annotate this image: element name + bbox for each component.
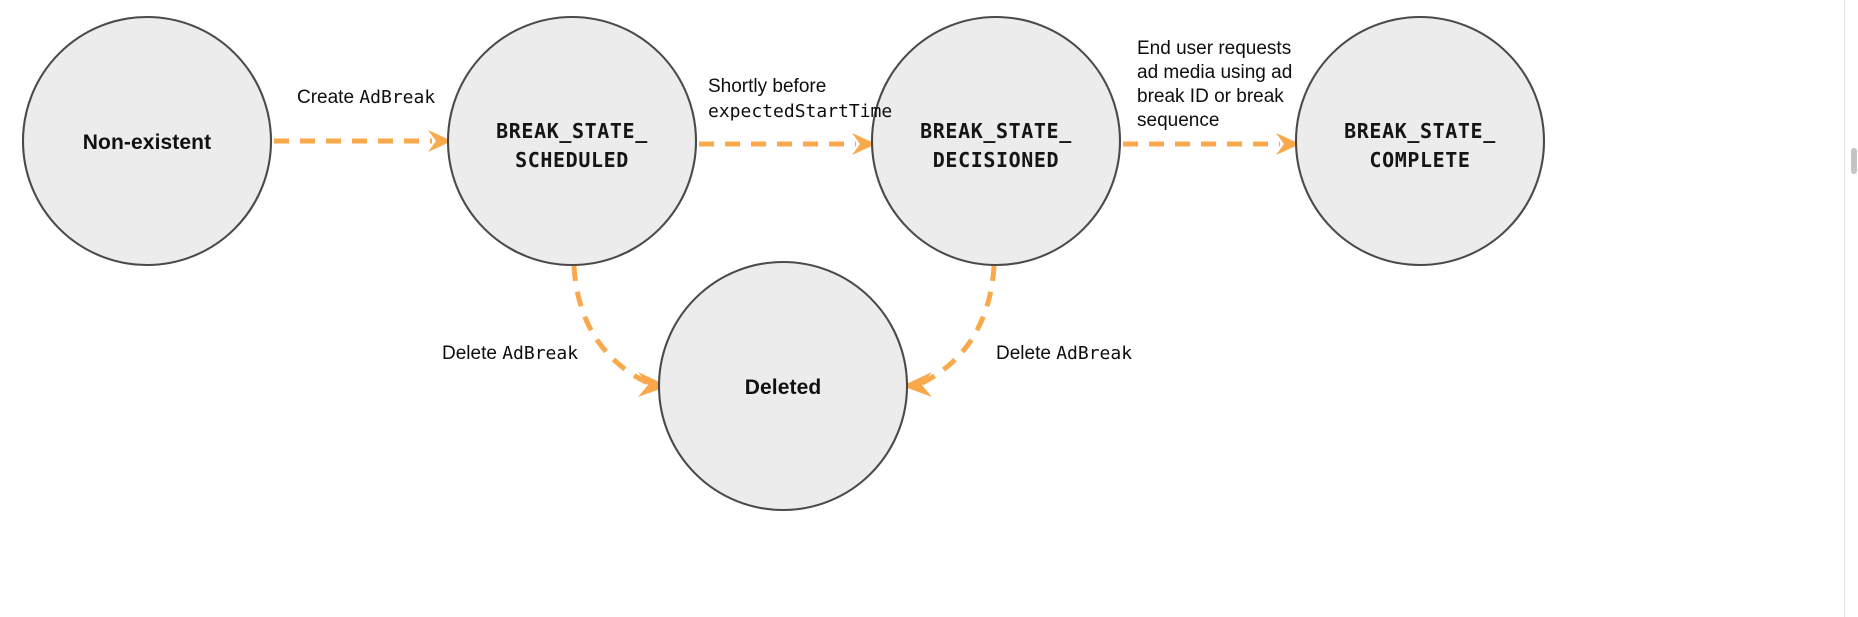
edge-label-delete-adbreak-from-decisioned: Delete AdBreak — [996, 343, 1132, 364]
edge-delete-adbreak-from-decisioned — [902, 265, 997, 397]
edge-label-delete-from-decisioned-seg-mono: AdBreak — [1056, 343, 1132, 364]
state-node-break-state-complete-label-line1: BREAK_STATE_ — [1344, 119, 1496, 143]
state-node-non-existent-circle[interactable] — [21, 15, 273, 267]
edge-label-create-adbreak-seg-sans: Create — [297, 87, 359, 108]
edge-label-shortly-before-expected-start-time: Shortly before expectedStartTime — [708, 76, 892, 122]
edge-label-shortly-before-line1: Shortly before — [708, 76, 826, 97]
state-node-deleted-label: Deleted — [745, 376, 822, 399]
state-node-deleted[interactable]: Deleted — [657, 260, 909, 512]
edge-delete-from-decisioned-path — [920, 265, 997, 386]
edge-label-delete-from-scheduled-seg-mono: AdBreak — [502, 343, 578, 364]
state-node-break-state-scheduled[interactable]: BREAK_STATE_ SCHEDULED — [446, 15, 698, 267]
state-node-break-state-decisioned-circle[interactable] — [870, 15, 1122, 267]
edge-shortly-before-arrowhead — [852, 133, 876, 155]
edge-shortly-before-expected-start-time — [699, 133, 876, 155]
edge-label-end-user-requests-line4: sequence — [1137, 110, 1219, 131]
edge-create-adbreak-arrowhead — [428, 130, 452, 152]
state-node-break-state-complete-label-line2: COMPLETE — [1369, 148, 1470, 172]
state-node-break-state-decisioned-label-line2: DECISIONED — [933, 148, 1059, 172]
state-node-break-state-complete[interactable]: BREAK_STATE_ COMPLETE — [1294, 15, 1546, 267]
edge-label-delete-from-decisioned-seg-sans: Delete — [996, 343, 1056, 364]
state-node-break-state-decisioned[interactable]: BREAK_STATE_ DECISIONED — [870, 15, 1122, 267]
state-node-non-existent-label: Non-existent — [83, 131, 211, 154]
edge-label-end-user-requests-ad-media: End user requests ad media using ad brea… — [1137, 38, 1292, 131]
vertical-scrollbar-track[interactable] — [1844, 0, 1858, 617]
edge-label-end-user-requests-line2: ad media using ad — [1137, 62, 1292, 83]
edge-label-create-adbreak: Create AdBreak — [297, 87, 435, 108]
edge-label-delete-from-scheduled-line1: Delete AdBreak — [442, 343, 578, 364]
edge-delete-from-decisioned-arrowhead — [902, 372, 932, 397]
edge-label-delete-from-scheduled-seg-sans: Delete — [442, 343, 502, 364]
state-node-break-state-scheduled-label-line1: BREAK_STATE_ — [496, 119, 648, 143]
state-node-break-state-scheduled-label-line2: SCHEDULED — [515, 148, 629, 172]
edge-delete-adbreak-from-scheduled — [571, 265, 668, 397]
edge-label-delete-adbreak-from-scheduled: Delete AdBreak — [442, 343, 578, 364]
edge-delete-from-scheduled-path — [571, 265, 650, 386]
state-node-non-existent[interactable]: Non-existent — [21, 15, 273, 267]
edge-end-user-requests-arrowhead — [1276, 133, 1300, 155]
edge-label-expected-start-time-line2: expectedStartTime — [708, 101, 892, 122]
state-node-break-state-scheduled-circle[interactable] — [446, 15, 698, 267]
state-node-break-state-decisioned-label-line1: BREAK_STATE_ — [920, 119, 1072, 143]
state-node-break-state-complete-circle[interactable] — [1294, 15, 1546, 267]
edge-label-end-user-requests-line3: break ID or break — [1137, 86, 1284, 107]
edge-label-create-adbreak-seg-mono: AdBreak — [359, 87, 435, 108]
edge-delete-from-scheduled-arrowhead — [638, 372, 668, 397]
edge-end-user-requests-ad-media — [1123, 133, 1300, 155]
vertical-scrollbar-thumb[interactable] — [1851, 148, 1857, 174]
edge-create-adbreak — [274, 130, 452, 152]
edge-label-create-adbreak-line1: Create AdBreak — [297, 87, 435, 108]
state-node-deleted-circle[interactable] — [657, 260, 909, 512]
edge-label-delete-from-decisioned-line1: Delete AdBreak — [996, 343, 1132, 364]
edge-label-end-user-requests-line1: End user requests — [1137, 38, 1291, 59]
